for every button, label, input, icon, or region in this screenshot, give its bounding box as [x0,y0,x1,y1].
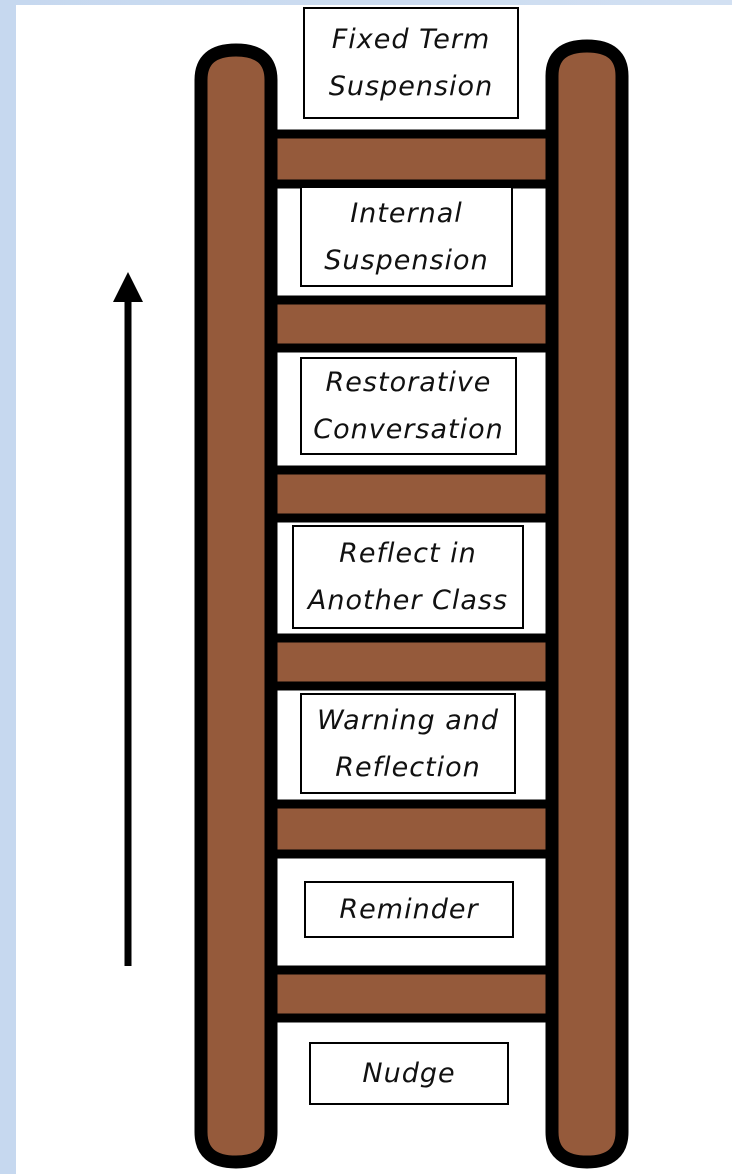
arrow-up-icon [113,272,143,966]
step-label-box: Fixed Term Suspension [303,7,519,119]
ladder-rung [263,465,557,523]
ladder-rung [263,295,557,353]
step-label: Reflect in Another Class [307,538,509,616]
step-label-box: Nudge [309,1042,509,1105]
step-label: Fixed Term Suspension [328,24,494,102]
ladder-rail-left [194,43,278,1169]
step-label: Nudge [362,1058,456,1089]
ladder-rail-right [545,39,629,1169]
step-label: Reminder [339,894,479,925]
step-label-box: Reminder [304,881,514,938]
ladder-rung [263,129,557,189]
ladder-rung [263,633,557,691]
ladder-rung [263,965,557,1023]
step-label-box: Reflect in Another Class [292,525,524,629]
step-label-box: Warning and Reflection [300,693,516,794]
step-label-box: Restorative Conversation [300,357,517,455]
step-label: Restorative Conversation [313,367,504,445]
ladder-rung [263,799,557,859]
step-label-box: Internal Suspension [300,186,513,287]
step-label: Internal Suspension [324,197,489,276]
ladder-rungs [263,129,557,1023]
step-label: Warning and Reflection [316,704,500,783]
